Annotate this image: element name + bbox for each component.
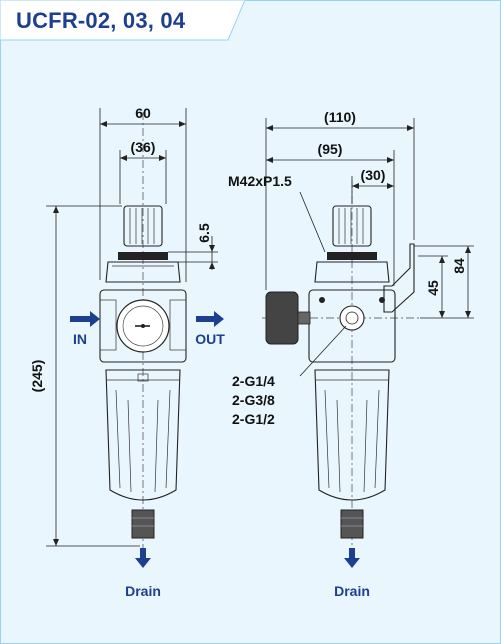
front-view [46, 108, 224, 568]
dim-height-bracket: 84 [451, 258, 467, 274]
drain-label-front: Drain [125, 583, 161, 599]
title-tab [0, 0, 246, 41]
adjust-knob [118, 205, 168, 260]
inlet-label: IN [73, 331, 87, 347]
page-title: UCFR-02, 03, 04 [16, 8, 186, 33]
arrow-down-icon [135, 548, 151, 568]
pressure-gauge-side [265, 291, 311, 345]
dim-depth-bracket: (30) [361, 167, 386, 183]
dim-depth-gauge: (95) [318, 141, 343, 157]
dim-height-port: 45 [425, 280, 441, 296]
outlet-label: OUT [195, 331, 225, 347]
dim-width-bowl: (36) [131, 139, 156, 155]
dim-height-overall: (245) [29, 360, 45, 393]
arrow-right-icon [196, 311, 224, 327]
side-view [262, 118, 474, 568]
port-size-1: 2-G1/4 [232, 373, 275, 389]
dim-width-overall: 60 [135, 105, 151, 121]
arrow-right-icon [70, 311, 100, 327]
dim-depth-overall: (110) [324, 109, 356, 125]
dim-knob-offset: 6.5 [196, 223, 212, 243]
port-size-2: 2-G3/8 [232, 392, 275, 408]
port-size-3: 2-G1/2 [232, 411, 275, 427]
pressure-gauge-front [116, 299, 170, 353]
thread-label: M42xP1.5 [228, 173, 292, 189]
arrow-down-icon [344, 548, 360, 568]
drain-label-side: Drain [334, 583, 370, 599]
